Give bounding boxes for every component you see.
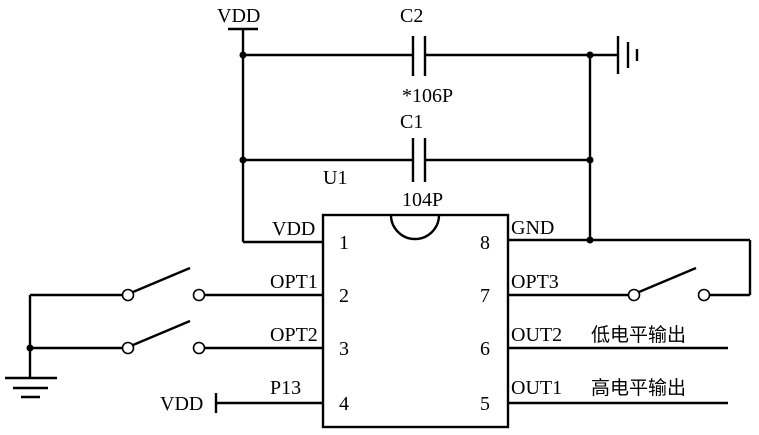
junction-node bbox=[586, 51, 594, 59]
pin-1: VDD 1 bbox=[243, 218, 349, 254]
junction-node bbox=[239, 51, 247, 59]
pin-3: OPT2 3 bbox=[205, 324, 349, 360]
pin-8: GND 8 bbox=[480, 217, 752, 297]
vdd-pin4-label: VDD bbox=[160, 393, 203, 415]
c1-ref: C1 bbox=[400, 111, 423, 133]
pin-7-name: OPT3 bbox=[511, 271, 559, 293]
capacitor-c2: C2 *106P bbox=[243, 5, 590, 107]
out2-description: 低电平输出 bbox=[591, 324, 686, 346]
pin-6: OUT2 6 低电平输出 bbox=[480, 324, 728, 360]
ic-body bbox=[321, 213, 510, 429]
pin-2-number: 2 bbox=[339, 285, 349, 307]
pin-2-name: OPT1 bbox=[270, 271, 318, 293]
pin-2: OPT1 2 bbox=[205, 271, 349, 307]
pin-5: OUT1 5 高电平输出 bbox=[480, 377, 728, 415]
ic-u1: U1 bbox=[321, 167, 510, 429]
pin-4-number: 4 bbox=[339, 393, 349, 415]
vdd-top-label: VDD bbox=[217, 5, 260, 27]
pin-3-name: OPT2 bbox=[270, 324, 318, 346]
c2-value: *106P bbox=[402, 85, 453, 107]
pin-5-name: OUT1 bbox=[511, 377, 562, 399]
junction-node bbox=[239, 156, 247, 164]
out1-description: 高电平输出 bbox=[591, 377, 686, 399]
pin-8-name: GND bbox=[511, 217, 554, 239]
c2-ref: C2 bbox=[400, 5, 423, 27]
pin-7-number: 7 bbox=[480, 285, 490, 307]
switch-ground-icon bbox=[5, 295, 57, 399]
pin-1-name: VDD bbox=[272, 218, 315, 240]
junction-node bbox=[586, 156, 594, 164]
ic-ref: U1 bbox=[323, 167, 347, 189]
switch-opt1-icon bbox=[30, 266, 206, 302]
pin-6-name: OUT2 bbox=[511, 324, 562, 346]
gnd-rail bbox=[588, 53, 617, 240]
pin-1-number: 1 bbox=[339, 232, 349, 254]
pin-4: P13 4 VDD bbox=[160, 377, 349, 415]
ground-icon bbox=[616, 36, 639, 74]
pin-3-number: 3 bbox=[339, 338, 349, 360]
ic-notch bbox=[389, 214, 441, 241]
pin-7: OPT3 7 bbox=[480, 271, 628, 307]
vdd-top-supply: VDD bbox=[217, 5, 260, 242]
pin-8-number: 8 bbox=[480, 232, 490, 254]
switch-opt3-icon bbox=[627, 266, 711, 302]
pin-6-number: 6 bbox=[480, 338, 490, 360]
switch-opt2-icon bbox=[30, 319, 206, 355]
c1-value: 104P bbox=[402, 189, 443, 211]
pin-5-number: 5 bbox=[480, 393, 490, 415]
capacitor-c1: C1 104P bbox=[243, 111, 590, 211]
pin-4-name: P13 bbox=[270, 377, 301, 399]
